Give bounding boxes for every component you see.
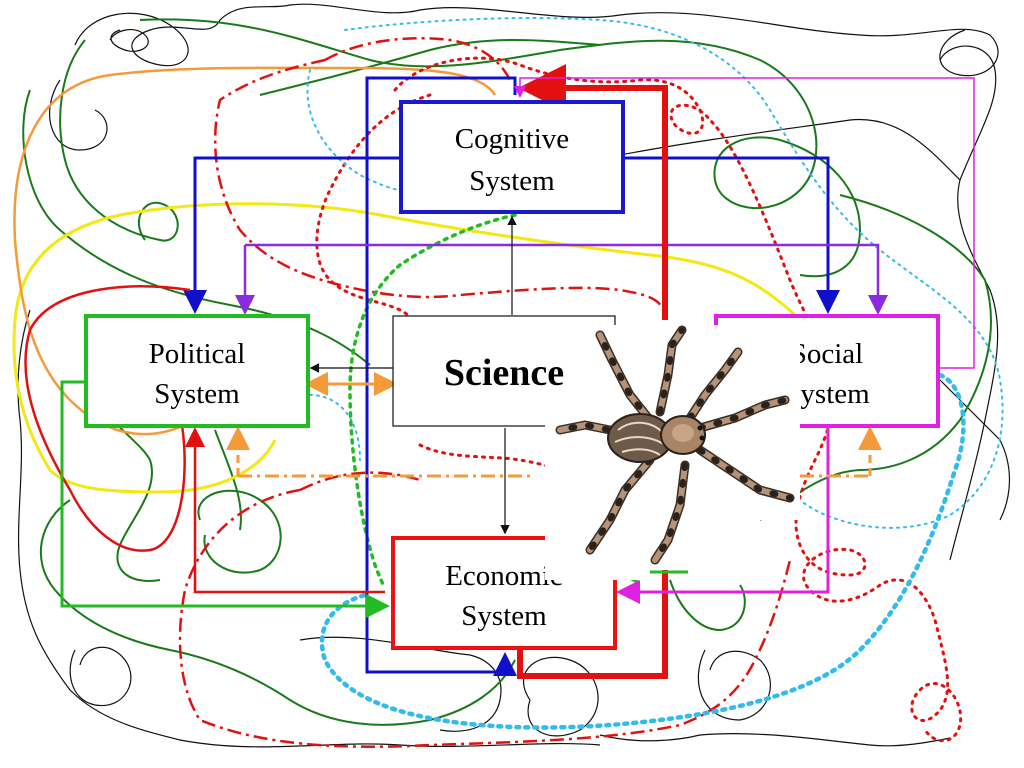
green-dotted-curve — [348, 213, 517, 590]
cognitive-system-box: Cognitive System — [399, 100, 625, 214]
political-system-box: Political System — [84, 314, 310, 428]
magenta-connectors — [514, 77, 975, 604]
political-system-label-line2: System — [154, 378, 240, 410]
cognitive-system-label-line1: Cognitive — [455, 123, 569, 155]
science-label: Science — [444, 352, 564, 394]
economic-system-label-line2: System — [461, 600, 547, 632]
spider-icon — [545, 325, 800, 580]
orange-connectors — [226, 372, 882, 478]
economic-system-label-line1: Economic — [445, 560, 563, 592]
social-system-label-line1: Social — [791, 338, 864, 370]
cognitive-system-label-line2: System — [469, 165, 555, 197]
red-connectors — [24, 64, 668, 679]
orange-curve — [13, 66, 497, 436]
blue-connectors — [183, 76, 840, 676]
yellow-curve — [12, 202, 802, 494]
purple-connectors — [235, 243, 888, 315]
political-system-label-line1: Political — [149, 338, 246, 370]
black-scribbles — [17, 3, 1010, 748]
green-scribbles — [22, 18, 992, 726]
black-connectors — [309, 215, 517, 535]
